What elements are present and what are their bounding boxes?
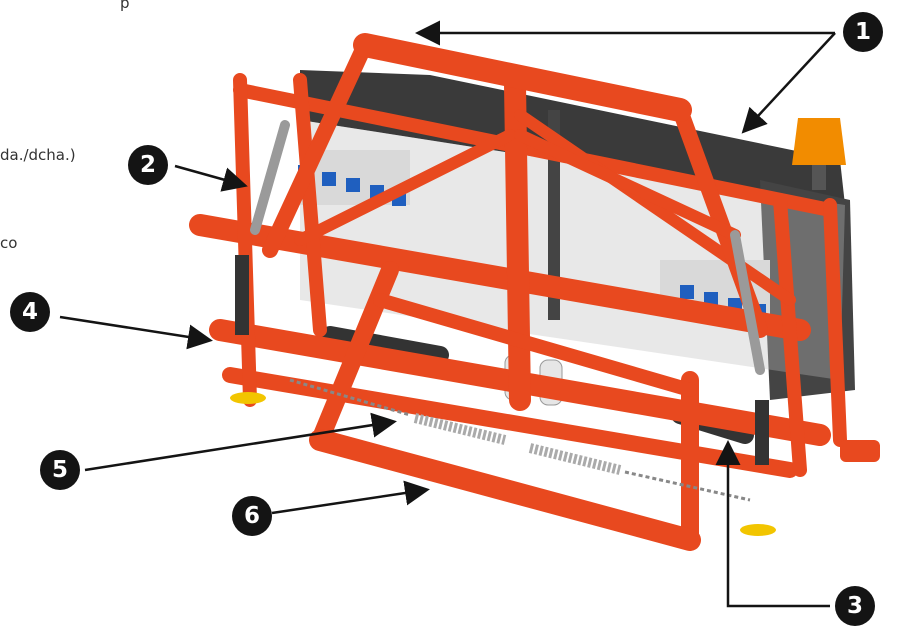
side-text-middle: da./dcha.): [0, 146, 76, 164]
foot-pad-right: [740, 524, 776, 536]
callout-badge-4: 4: [10, 292, 50, 332]
top-arch: [262, 33, 768, 338]
callout-badge-2: 2: [128, 145, 168, 185]
callout-badge-6: 6: [232, 496, 272, 536]
callout-arrows: [59, 20, 836, 608]
hydraulic-cylinder-left: [250, 120, 290, 235]
side-text-lower: co: [0, 234, 18, 252]
front-roller-left: [321, 326, 449, 364]
front-frame: [309, 261, 701, 551]
hydraulic-cylinder-right: [730, 230, 765, 375]
side-text-top: p: [120, 0, 130, 12]
hitch-bracket: [840, 440, 880, 462]
side-jack-right: [755, 400, 769, 465]
beacon-light: [792, 118, 846, 190]
foot-pad-left: [230, 392, 266, 404]
center-post: [548, 110, 560, 320]
callout-badge-5: 5: [40, 450, 80, 490]
side-jack-left: [235, 255, 249, 335]
callout-badge-1: 1: [843, 12, 883, 52]
callout-badge-3: 3: [835, 586, 875, 626]
